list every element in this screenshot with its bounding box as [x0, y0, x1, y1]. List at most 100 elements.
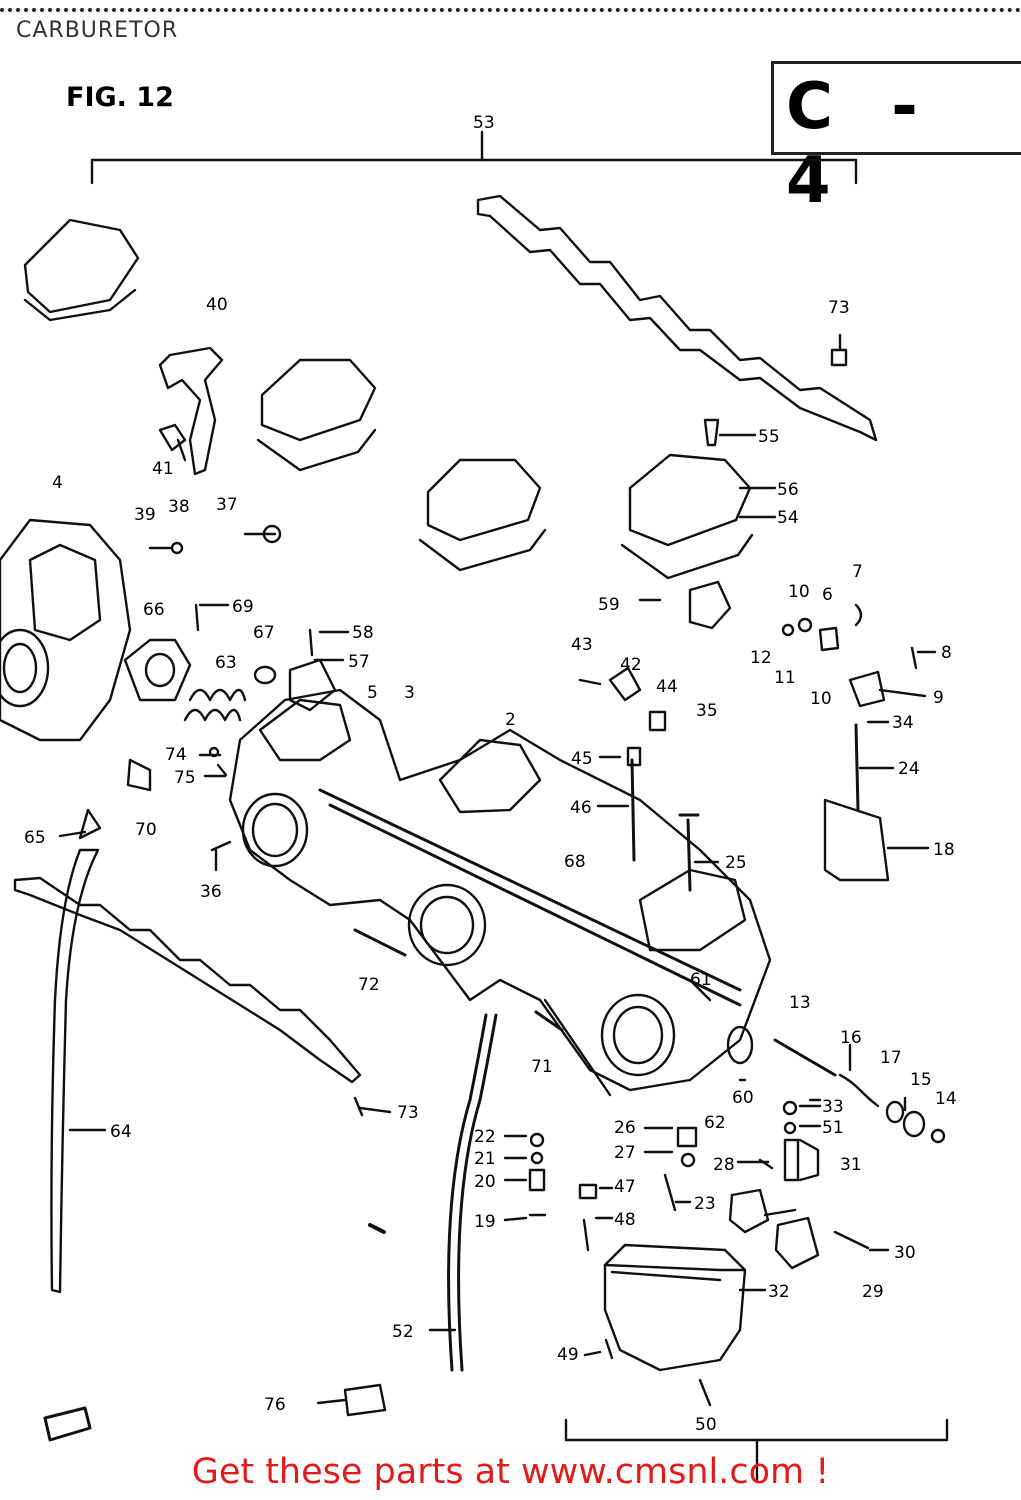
- callout-20: 20: [474, 1172, 496, 1192]
- callout-22: 22: [474, 1127, 496, 1147]
- callout-68: 68: [564, 852, 586, 872]
- callout-44: 44: [656, 677, 678, 697]
- callout-25: 25: [725, 853, 747, 873]
- callout-56: 56: [777, 480, 799, 500]
- part-45: [626, 746, 642, 767]
- top-border: [0, 8, 1021, 12]
- top-cap-1: [23, 218, 140, 314]
- callout-57: 57: [348, 652, 370, 672]
- cover-18: [823, 798, 890, 882]
- washer-67: [253, 665, 277, 685]
- callout-14: 14: [935, 1089, 957, 1109]
- callout-76: 76: [264, 1395, 286, 1415]
- left-rail: [13, 876, 362, 1084]
- hose-52: [447, 1013, 488, 1372]
- callout-40: 40: [206, 295, 228, 315]
- section-code: C - 4: [786, 70, 936, 218]
- part-70: [126, 758, 152, 792]
- screw-43: [578, 678, 602, 686]
- callout-70: 70: [135, 820, 157, 840]
- callout-72: 72: [358, 975, 380, 995]
- carb-rail: [228, 688, 772, 1092]
- valve-31: [783, 1138, 800, 1182]
- callout-74: 74: [165, 745, 187, 765]
- bracket-40: [158, 346, 224, 476]
- callout-28: 28: [713, 1155, 735, 1175]
- part-42: [608, 666, 642, 702]
- section-box: [771, 61, 1021, 155]
- bore-2: [407, 883, 487, 967]
- bore-3: [600, 993, 676, 1077]
- callout-19: 19: [474, 1212, 496, 1232]
- callout-32: 32: [768, 1282, 790, 1302]
- callout-66: 66: [143, 600, 165, 620]
- part-6: [818, 626, 840, 652]
- needle-46: [630, 758, 636, 862]
- callout-11: 11: [774, 668, 796, 688]
- footer-parts-link[interactable]: Get these parts at www.cmsnl.com !: [191, 1452, 830, 1492]
- callout-16: 16: [840, 1028, 862, 1048]
- hose-64: [50, 848, 100, 1294]
- callout-5: 5: [367, 683, 378, 703]
- callout-73b: 73: [397, 1103, 419, 1123]
- top-plate: [476, 194, 878, 442]
- jet-23: [663, 1173, 677, 1212]
- bore-1: [241, 792, 309, 868]
- callout-34: 34: [892, 713, 914, 733]
- callout-35: 35: [696, 701, 718, 721]
- pin-30: [833, 1230, 870, 1250]
- callout-73: 73: [828, 298, 850, 318]
- callout-9: 9: [933, 688, 944, 708]
- callout-54: 54: [777, 508, 799, 528]
- jet-47: [578, 1183, 598, 1200]
- callout-45: 45: [571, 749, 593, 769]
- callout-51: 51: [822, 1118, 844, 1138]
- part-35: [688, 580, 732, 630]
- carb-top-3: [288, 658, 337, 712]
- callout-29: 29: [862, 1282, 884, 1302]
- spring-48: [582, 1218, 590, 1252]
- pin-72: [353, 928, 407, 957]
- callout-65: 65: [24, 828, 46, 848]
- part-15: [902, 1110, 926, 1138]
- assembly-bracket-50: [564, 1418, 949, 1442]
- callout-13: 13: [789, 993, 811, 1013]
- callout-59: 59: [598, 595, 620, 615]
- callout-53: 53: [473, 113, 495, 133]
- callout-23: 23: [694, 1194, 716, 1214]
- callout-30: 30: [894, 1243, 916, 1263]
- rod-24: [854, 723, 860, 812]
- callout-75: 75: [174, 768, 196, 788]
- callout-17: 17: [880, 1048, 902, 1068]
- callout-37: 37: [216, 495, 238, 515]
- callout-60: 60: [732, 1088, 754, 1108]
- callout-4: 4: [52, 473, 63, 493]
- screw-55: [703, 418, 720, 447]
- callout-67: 67: [253, 623, 275, 643]
- callout-43: 43: [571, 635, 593, 655]
- callout-48: 48: [614, 1210, 636, 1230]
- callout-33: 33: [822, 1097, 844, 1117]
- lever-66: [123, 638, 192, 702]
- callout-38: 38: [168, 497, 190, 517]
- callout-46: 46: [570, 798, 592, 818]
- callout-50: 50: [695, 1415, 717, 1435]
- callout-21: 21: [474, 1149, 496, 1169]
- screw-58: [308, 628, 314, 657]
- screw-73-top: [830, 348, 848, 367]
- callout-55: 55: [758, 427, 780, 447]
- shaft-13: [773, 1038, 837, 1077]
- callout-69: 69: [232, 597, 254, 617]
- float-29: [728, 1188, 770, 1234]
- callout-10b: 10: [810, 689, 832, 709]
- top-cap-2: [260, 358, 377, 442]
- callout-63: 63: [215, 653, 237, 673]
- callout-58: 58: [352, 623, 374, 643]
- callout-labels: 53 40 41 4 39 38 37 73 55 56 54 69 66 67…: [24, 113, 957, 1435]
- callout-6: 6: [822, 585, 833, 605]
- callout-18: 18: [933, 840, 955, 860]
- assembly-bracket-53: [90, 158, 858, 185]
- float-bowl-32: [603, 1243, 747, 1372]
- bolt-25: [686, 818, 692, 892]
